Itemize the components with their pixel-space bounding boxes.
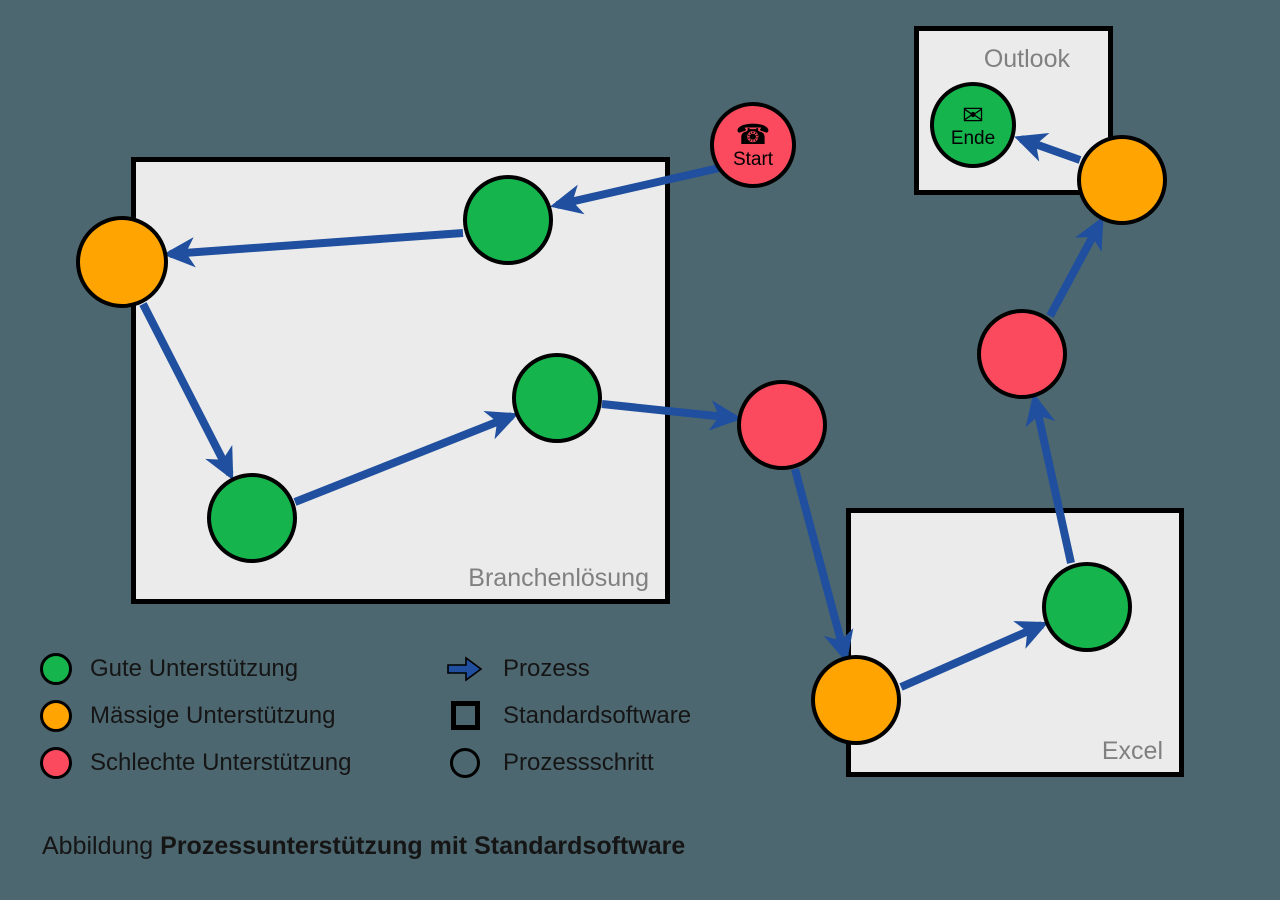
legend-label-bad: Schlechte Unterstützung — [90, 748, 352, 776]
software-box-label-branchenloesung: Branchenlösung — [468, 564, 649, 592]
circle-icon — [445, 746, 485, 780]
process-step-n9[interactable] — [1077, 135, 1167, 225]
process-arrow-n6-to-n7 — [899, 621, 1049, 691]
legend-item-bad: Schlechte Unterstützung — [40, 739, 351, 786]
legend-circle-icon-good — [40, 652, 72, 685]
legend-circle-icon-bad — [40, 746, 72, 779]
process-step-n5[interactable] — [737, 380, 827, 470]
process-step-n2[interactable] — [76, 216, 168, 308]
legend-circle-icon-moderate — [40, 699, 72, 732]
square-icon — [445, 699, 485, 733]
process-step-label-ende: Ende — [950, 128, 996, 149]
process-arrow-n2-to-n3 — [139, 302, 234, 481]
legend-item-process-step: Prozessschritt — [445, 739, 691, 786]
caption-prefix: Abbildung — [42, 832, 161, 860]
process-arrow-start-to-n1 — [549, 164, 720, 215]
process-step-start[interactable]: ☎Start — [710, 102, 796, 188]
process-step-n7[interactable] — [1042, 562, 1132, 652]
process-arrow-n5-to-n6 — [791, 467, 854, 663]
process-step-label-start: Start — [732, 149, 774, 170]
caption-title: Prozessunterstützung mit Standardsoftwar… — [160, 832, 686, 860]
envelope-icon: ✉ — [962, 100, 984, 130]
process-arrow-n7-to-n8 — [1025, 392, 1075, 564]
process-arrow-n8-to-n9 — [1046, 216, 1104, 318]
process-step-n1[interactable] — [463, 175, 553, 265]
process-arrow-n9-to-ende — [1014, 132, 1082, 164]
software-box-label-excel: Excel — [1101, 737, 1163, 765]
process-step-n3[interactable] — [207, 473, 297, 563]
legend-item-software: Standardsoftware — [445, 692, 691, 739]
process-step-n6[interactable] — [811, 655, 901, 745]
phone-icon: ☎ — [735, 119, 771, 150]
process-arrow-n1-to-n2 — [162, 229, 464, 268]
legend-item-good: Gute Unterstützung — [40, 645, 351, 692]
legend-label-moderate: Mässige Unterstützung — [90, 701, 336, 729]
legend-label-good: Gute Unterstützung — [90, 654, 299, 682]
process-arrow-n4-to-n5 — [601, 400, 743, 431]
legend-item-process: Prozess — [445, 645, 691, 692]
process-arrow-n3-to-n4 — [293, 411, 519, 506]
figure-caption: Abbildung Prozessunterstützung mit Stand… — [42, 832, 685, 861]
legend-label-process-step: Prozessschritt — [503, 748, 654, 776]
legend-label-process: Prozess — [503, 654, 590, 682]
process-step-n8[interactable] — [977, 309, 1067, 399]
arrow-right-icon — [445, 652, 485, 686]
process-step-ende[interactable]: ✉Ende — [930, 82, 1016, 168]
legend-item-moderate: Mässige Unterstützung — [40, 692, 351, 739]
legend-label-software: Standardsoftware — [503, 701, 692, 729]
software-box-label-outlook: Outlook — [983, 45, 1070, 73]
process-step-n4[interactable] — [512, 353, 602, 443]
